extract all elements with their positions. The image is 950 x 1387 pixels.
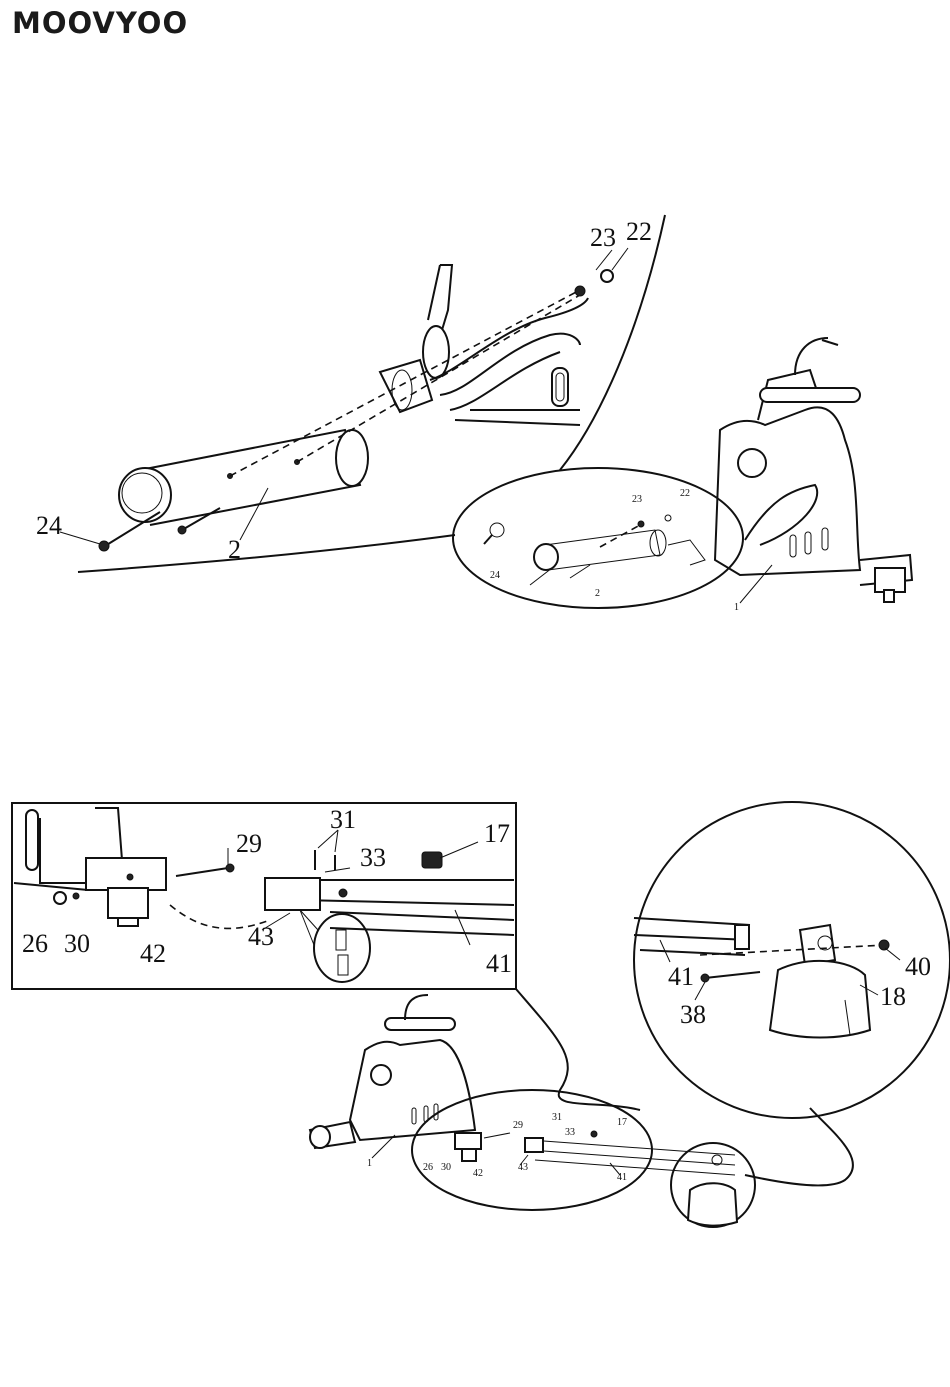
knob-17 — [422, 852, 442, 868]
frame-slot — [552, 368, 568, 406]
circle-callout-38: 38 — [680, 1000, 706, 1029]
callout-26: 26 — [22, 929, 48, 958]
callout-31: 31 — [330, 805, 356, 834]
circle-callout-41: 41 — [668, 962, 694, 991]
step2-circle-detail: 41 40 38 18 — [634, 802, 950, 1118]
magnifier-icon — [490, 523, 504, 537]
callout-29: 29 — [236, 829, 262, 858]
callout-33: 33 — [360, 843, 386, 872]
cap-22 — [601, 270, 613, 282]
step1-inset-view: 23 22 24 2 — [453, 468, 743, 608]
connector-box — [516, 989, 640, 1110]
callout-2: 2 — [228, 535, 241, 564]
overview-callout-33: 33 — [565, 1127, 575, 1138]
stabiliser-42 — [86, 858, 166, 890]
overview-callout-42: 42 — [473, 1168, 483, 1179]
callout-22: 22 — [626, 217, 652, 246]
callout-24: 24 — [36, 511, 62, 540]
step1-detail-view: 23 22 24 2 — [36, 215, 665, 572]
overview-callout-41: 41 — [617, 1172, 627, 1183]
callout-17: 17 — [484, 819, 510, 848]
inset-callout-24: 24 — [490, 570, 500, 581]
overview-callout-31: 31 — [552, 1112, 562, 1123]
end-bracket-18 — [770, 961, 870, 1038]
inset-callout-1: 1 — [734, 602, 739, 613]
overview-callout-1: 1 — [367, 1158, 372, 1169]
tube-end-cap — [119, 468, 171, 522]
step2-overview: 29 31 33 17 1 26 30 42 43 41 — [310, 995, 755, 1227]
bolt-29 — [176, 868, 228, 876]
overview-callout-17: 17 — [617, 1117, 627, 1128]
callout-23: 23 — [590, 223, 616, 252]
step2-detail-box: 29 31 33 17 26 30 42 43 41 — [12, 803, 516, 989]
callout-43: 43 — [248, 922, 274, 951]
circle-callout-40: 40 — [905, 952, 931, 981]
overview-callout-26: 26 — [423, 1162, 433, 1173]
overview-callout-29: 29 — [513, 1120, 523, 1131]
step1-rower-frame: 1 — [715, 338, 912, 613]
connector-circle — [745, 1108, 853, 1185]
callout-41: 41 — [486, 949, 512, 978]
nut-40 — [879, 940, 889, 950]
circle-callout-18: 18 — [880, 982, 906, 1011]
frame-hole — [423, 326, 449, 378]
callout-30: 30 — [64, 929, 90, 958]
callout-42: 42 — [140, 939, 166, 968]
nut-23 — [575, 286, 585, 296]
inset-callout-23: 23 — [632, 494, 642, 505]
inset-callout-22: 22 — [680, 488, 690, 499]
handle-bar — [760, 388, 860, 402]
bolt-38 — [705, 972, 760, 978]
nut-26 — [54, 892, 66, 904]
overview-callout-43: 43 — [518, 1162, 528, 1173]
bolt-24-head — [99, 541, 109, 551]
inset-callout-2: 2 — [595, 588, 600, 599]
overview-callout-30: 30 — [441, 1162, 451, 1173]
